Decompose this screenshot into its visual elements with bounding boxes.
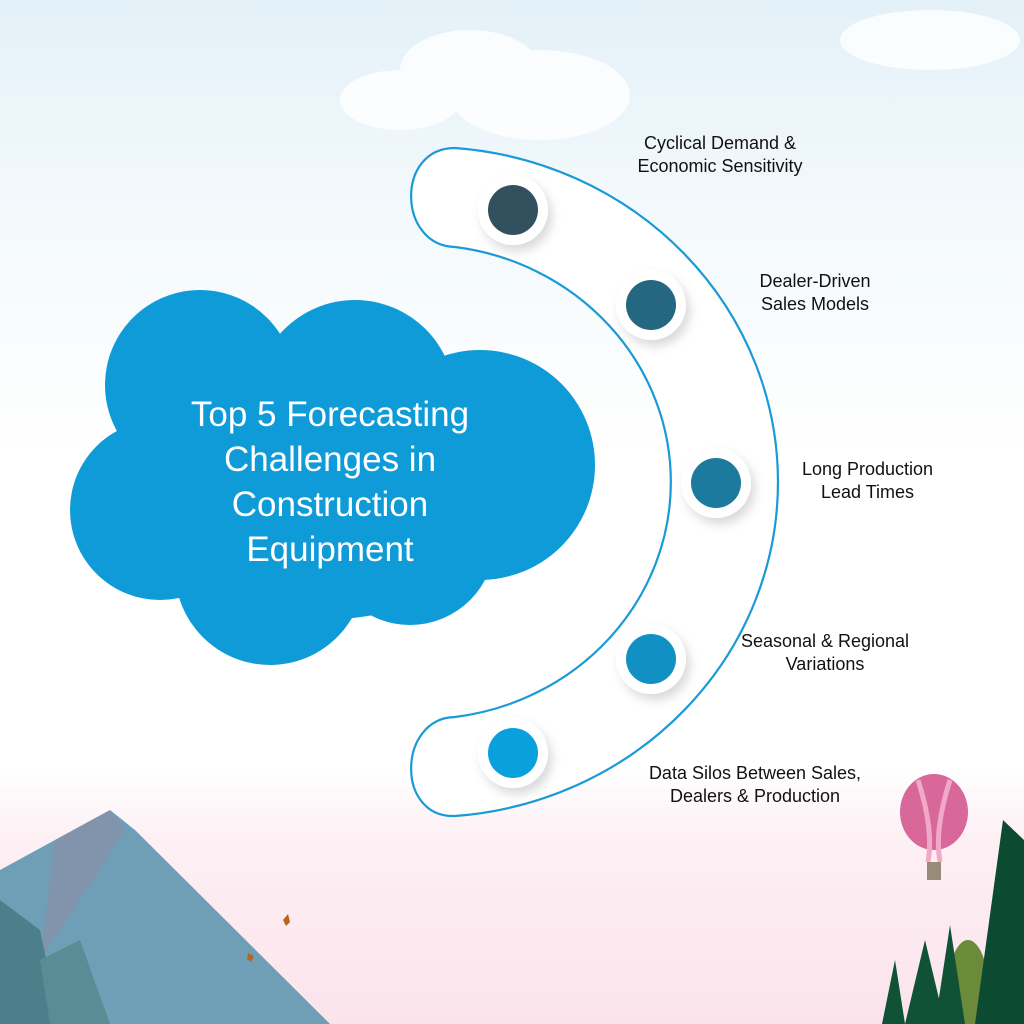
challenge-label-3: Long Production Lead Times bbox=[801, 459, 934, 502]
challenge-arc-track bbox=[410, 146, 780, 818]
marker-dot-2 bbox=[626, 280, 676, 330]
marker-dot-3 bbox=[691, 458, 741, 508]
trees-illustration bbox=[882, 820, 1024, 1024]
challenge-label-1: Cyclical Demand & Economic Sensitivity bbox=[637, 133, 803, 176]
cloud-shape bbox=[70, 290, 595, 665]
challenge-label-2: Dealer-Driven Sales Models bbox=[759, 271, 871, 314]
hot-air-balloon-illustration bbox=[900, 774, 968, 880]
marker-dot-1 bbox=[488, 185, 538, 235]
marker-dot-4 bbox=[626, 634, 676, 684]
marker-dot-5 bbox=[488, 728, 538, 778]
challenge-label-5: Data Silos Between Sales, Dealers & Prod… bbox=[648, 763, 862, 806]
butterfly-icons bbox=[247, 914, 290, 962]
challenge-label-4: Seasonal & Regional Variations bbox=[740, 631, 910, 674]
mountain-illustration bbox=[0, 810, 330, 1024]
diagram-title: Top 5 Forecasting Challenges in Construc… bbox=[190, 395, 470, 569]
sky-clouds bbox=[340, 10, 1020, 140]
